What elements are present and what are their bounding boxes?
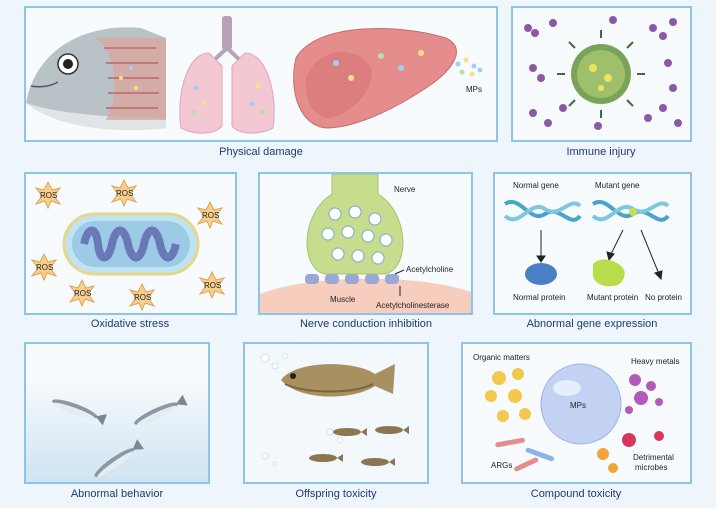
caption-abnormal-behavior: Abnormal behavior <box>70 488 164 500</box>
immune-injury-illustration <box>524 16 682 130</box>
vesicles <box>321 205 393 265</box>
ros-label: ROS <box>40 191 57 200</box>
oxidative-stress-illustration: ROS ROS ROS ROS ROS ROS ROS <box>30 178 226 312</box>
receptors <box>305 274 399 284</box>
heavy-metal-icons <box>625 374 663 414</box>
organic-matters-label: Organic matters <box>473 353 530 362</box>
panel-physical-damage: MPs <box>24 6 498 142</box>
args-icons <box>495 437 555 472</box>
args-label: ARGs <box>491 461 512 470</box>
ros-label: ROS <box>74 289 91 298</box>
ros-label: ROS <box>202 211 219 220</box>
microplastics-icon <box>455 57 483 77</box>
normal-dna-icon <box>503 200 582 222</box>
mutant-gene-label: Mutant gene <box>595 181 640 190</box>
compound-toxicity-illustration: Organic matters Heavy metals MPs ARGs De… <box>473 353 679 473</box>
normal-gene-label: Normal gene <box>513 181 559 190</box>
abnormal-gene-illustration: Normal gene Mutant gene Normal protein M… <box>503 181 682 302</box>
acetylcholinesterase-label: Acetylcholinesterase <box>376 301 450 310</box>
nerve-label: Nerve <box>394 185 416 194</box>
panel-nerve-conduction: Nerve Acetylcholine Muscle Acetylcholine… <box>258 172 473 315</box>
immune-cell-icon <box>557 30 645 118</box>
caption-physical-damage: Physical damage <box>219 146 303 158</box>
nerve-terminal-icon <box>306 174 404 275</box>
caption-abnormal-gene: Abnormal gene expression <box>526 318 658 330</box>
nerve-conduction-illustration: Nerve Acetylcholine Muscle Acetylcholine… <box>260 174 471 313</box>
abnormal-behavior-illustration <box>26 384 208 482</box>
ros-bursts: ROS ROS ROS ROS ROS ROS ROS <box>30 178 226 312</box>
caption-offspring-toxicity: Offspring toxicity <box>295 488 377 500</box>
mps-sphere-icon: MPs <box>540 363 622 445</box>
offspring-toxicity-illustration <box>245 344 427 482</box>
heavy-metals-label: Heavy metals <box>631 357 679 366</box>
no-protein-label: No protein <box>645 293 682 302</box>
mitochondrion-icon <box>62 212 200 276</box>
adult-fish-icon <box>281 364 395 397</box>
panel-compound-toxicity: Organic matters Heavy metals MPs ARGs De… <box>461 342 692 484</box>
microbes-label: microbes <box>635 463 667 472</box>
normal-protein-icon <box>525 263 557 285</box>
mutant-dna-icon <box>591 200 670 222</box>
expression-arrows <box>536 229 663 281</box>
ros-label: ROS <box>204 281 221 290</box>
microbe-icons <box>597 431 664 473</box>
ros-label: ROS <box>134 293 151 302</box>
fish-head-icon <box>26 27 166 131</box>
ros-label: ROS <box>36 263 53 272</box>
caption-oxidative-stress: Oxidative stress <box>90 318 170 330</box>
mutant-protein-icon <box>592 259 625 287</box>
detrimental-label: Detrimental <box>633 453 674 462</box>
juvenile-fish-icons <box>309 426 409 466</box>
caption-immune-injury: Immune injury <box>566 146 636 158</box>
antibody-icons <box>524 16 682 130</box>
ros-label: ROS <box>116 189 133 198</box>
muscle-shape <box>260 278 471 313</box>
organic-matter-icons <box>485 368 531 422</box>
panel-abnormal-behavior <box>24 342 210 484</box>
mps-sphere-label: MPs <box>570 401 586 410</box>
panel-immune-injury <box>511 6 692 142</box>
acetylcholine-arrow <box>394 269 405 275</box>
lungs-icon <box>179 16 275 134</box>
caption-compound-toxicity: Compound toxicity <box>530 488 622 500</box>
acetylcholine-label: Acetylcholine <box>406 265 454 274</box>
liver-icon <box>293 28 457 129</box>
panel-oxidative-stress: ROS ROS ROS ROS ROS ROS ROS <box>24 172 237 315</box>
mutant-protein-label: Mutant protein <box>587 293 638 302</box>
physical-damage-illustration: MPs <box>26 16 483 134</box>
panel-offspring-toxicity <box>243 342 429 484</box>
panel-abnormal-gene: Normal gene Mutant gene Normal protein M… <box>493 172 692 315</box>
muscle-label: Muscle <box>330 295 356 304</box>
mackerel-icons <box>52 394 188 478</box>
caption-nerve-conduction: Nerve conduction inhibition <box>299 318 433 330</box>
mps-label: MPs <box>466 85 482 94</box>
normal-protein-label: Normal protein <box>513 293 565 302</box>
